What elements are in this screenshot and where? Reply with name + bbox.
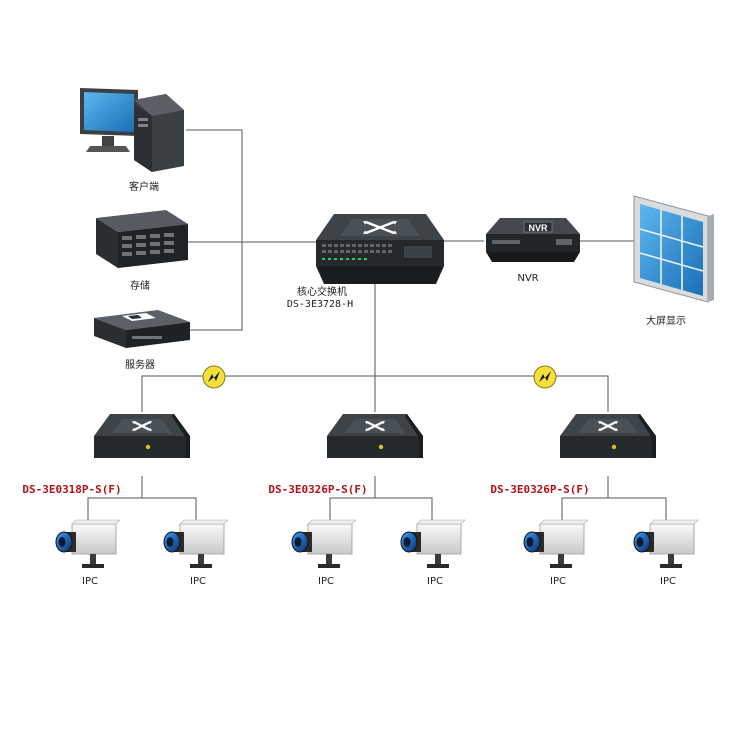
poe-switch-icon <box>558 412 658 460</box>
ipc-label: IPC <box>550 576 566 587</box>
ipc-camera[interactable]: IPC <box>633 519 699 587</box>
server-node[interactable]: 服务器 <box>94 310 190 371</box>
ipc-label: IPC <box>190 576 206 587</box>
access-switch-model: DS-3E0318P-S(F) <box>22 483 121 496</box>
video-wall-icon <box>633 195 714 303</box>
access-switch-model: DS-3E0326P-S(F) <box>490 483 589 496</box>
camera-icon <box>523 519 589 569</box>
client-pc[interactable]: 客户端 <box>80 88 184 193</box>
display-wall[interactable]: 大屏显示 <box>633 195 714 327</box>
camera-icon <box>633 519 699 569</box>
ipc-camera[interactable]: IPC <box>523 519 589 587</box>
storage-array-icon <box>96 210 188 268</box>
server-label: 服务器 <box>125 358 155 371</box>
network-switch-icon <box>316 214 444 284</box>
desktop-computer-icon <box>80 88 184 172</box>
client-label: 客户端 <box>129 180 159 193</box>
ipc-label: IPC <box>82 576 98 587</box>
storage-node[interactable]: 存储 <box>96 210 188 292</box>
display-wall-label: 大屏显示 <box>646 314 686 327</box>
nvr-recorder-icon: NVR <box>486 218 580 262</box>
camera-icon <box>163 519 229 569</box>
core-switch[interactable]: 核心交换机 DS-3E3728-H <box>287 214 444 310</box>
lightning-link-icon <box>202 365 226 389</box>
access-switch-3[interactable]: DS-3E0326P-S(F) <box>490 412 658 496</box>
link-distribution-bus <box>141 375 609 412</box>
access-switch-2[interactable]: DS-3E0326P-S(F) <box>268 412 425 496</box>
ipc-label: IPC <box>318 576 334 587</box>
rack-server-icon <box>94 310 190 348</box>
nvr-label: NVR <box>517 273 538 284</box>
ipc-camera[interactable]: IPC <box>400 519 466 587</box>
ipc-camera[interactable]: IPC <box>163 519 229 587</box>
storage-label: 存储 <box>130 279 150 292</box>
poe-switch-icon <box>92 412 192 460</box>
camera-icon <box>400 519 466 569</box>
lightning-link-icon <box>533 365 557 389</box>
link-sw1-cams <box>87 497 197 522</box>
link-client-bus <box>186 129 243 331</box>
ipc-label: IPC <box>660 576 676 587</box>
core-switch-label: 核心交换机 <box>297 285 347 298</box>
camera-icon <box>55 519 121 569</box>
ipc-label: IPC <box>427 576 443 587</box>
nvr-badge: NVR <box>528 223 548 233</box>
connection-lines <box>87 129 667 522</box>
access-switch-1[interactable]: DS-3E0318P-S(F) <box>22 412 192 496</box>
link-sw2-cams <box>329 497 433 522</box>
core-switch-model: DS-3E3728-H <box>287 299 353 310</box>
ipc-camera[interactable]: IPC <box>55 519 121 587</box>
camera-icon <box>291 519 357 569</box>
link-sw3-cams <box>561 497 667 522</box>
poe-switch-icon <box>325 412 425 460</box>
ipc-camera[interactable]: IPC <box>291 519 357 587</box>
access-switch-model: DS-3E0326P-S(F) <box>268 483 367 496</box>
nvr-node[interactable]: NVR NVR <box>486 218 580 284</box>
